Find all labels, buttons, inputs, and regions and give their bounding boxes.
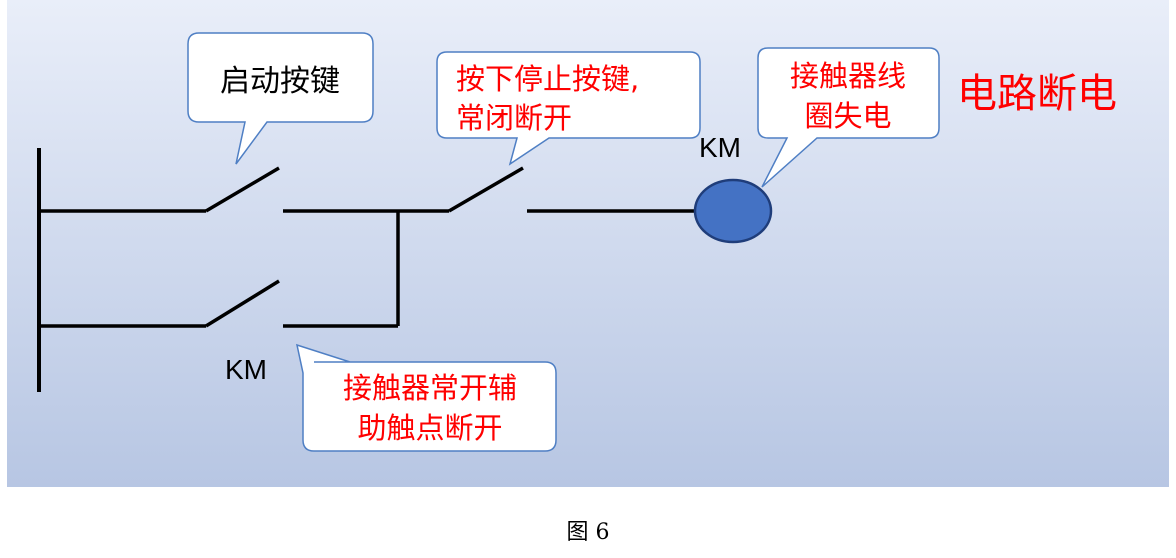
callout-stop-button-line-1: 按下停止按键, — [456, 62, 639, 96]
callout-start-button: 启动按键 — [187, 32, 374, 165]
callout-coil-deenergized: 接触器线 圈失电 — [757, 47, 940, 188]
callout-aux-contact-open: 接触器常开辅 助触点断开 — [295, 343, 557, 452]
callout-start-button-text: 启动按键 — [220, 64, 340, 99]
ladder-diagram: 启动按键 按下停止按键, 常闭断开 接触器线 圈失电 接触器常开辅 助触点断开 … — [37, 32, 1117, 452]
start-button-contact — [205, 166, 280, 213]
km-aux-contact-label: KM — [225, 354, 267, 385]
stop-button-contact — [448, 166, 524, 213]
callout-aux-line-1: 接触器常开辅 — [343, 371, 517, 405]
km-coil — [693, 178, 773, 244]
km-aux-contact — [205, 279, 280, 328]
circuit-off-label: 电路断电 — [957, 71, 1117, 117]
callout-stop-button: 按下停止按键, 常闭断开 — [436, 51, 701, 166]
callout-coil-line-2: 圈失电 — [804, 99, 891, 133]
callout-coil-line-1: 接触器线 — [790, 59, 906, 93]
figure-caption: 图 6 — [566, 520, 610, 545]
km-coil-label: KM — [699, 132, 741, 163]
callout-stop-button-line-2: 常闭断开 — [456, 101, 572, 135]
callout-aux-line-2: 助触点断开 — [357, 411, 502, 445]
